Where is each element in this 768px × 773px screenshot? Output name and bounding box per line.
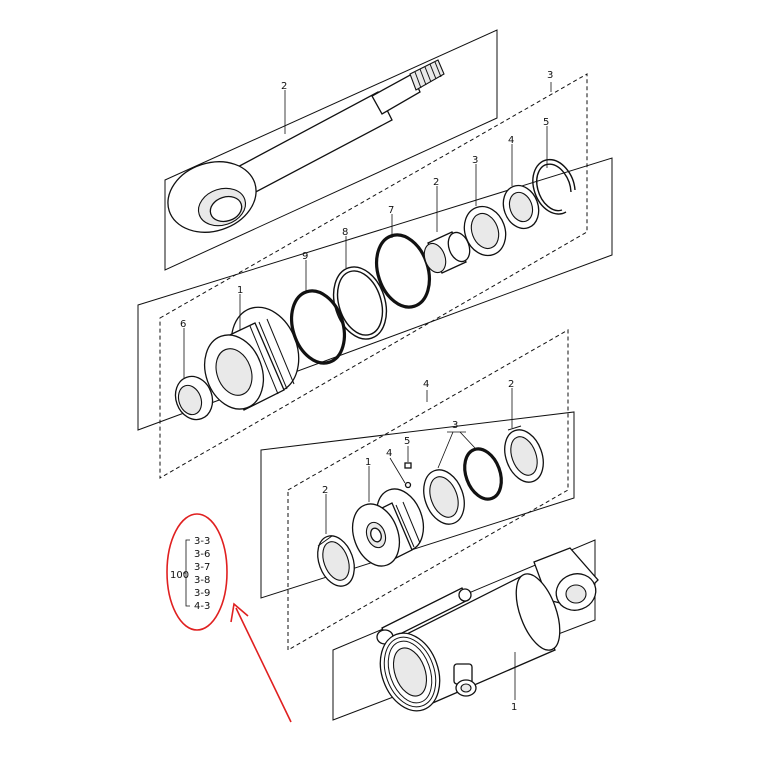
kit-item: 3-9 [194, 588, 210, 599]
seal-kit-callout: 100 3-3 3-6 3-7 3-8 3-9 4-3 [166, 513, 228, 631]
rod-eye [167, 161, 257, 233]
gland-oring-9 [290, 289, 346, 365]
callout-piston-rod: 2 [281, 81, 287, 92]
callout-gland-body: 1 [237, 285, 243, 296]
piston-wear-ring-right [504, 425, 544, 483]
callout-gland-wiper: 4 [508, 135, 514, 146]
piston-rod: 2 [164, 29, 498, 271]
gland-backup-ring [174, 375, 214, 421]
callout-gland-ring-8: 8 [342, 227, 348, 238]
kit-item: 4-3 [194, 601, 210, 612]
rod-thread [409, 59, 445, 91]
callout-gland-bushing: 2 [433, 177, 439, 188]
callout-gland-backup-ring: 6 [180, 319, 186, 330]
gland-oring-7 [375, 233, 431, 309]
tube-clevis [533, 547, 599, 611]
gland-bushing [423, 231, 471, 274]
gland-snap-ring [532, 158, 576, 215]
piston-seal [423, 447, 503, 525]
gland-seal [463, 205, 507, 257]
callout-cylinder-tube: 1 [511, 702, 517, 713]
callout-piston-body: 1 [365, 457, 371, 468]
tube-thread-end [379, 632, 441, 712]
gland-assembly: 3 1 6 9 8 [137, 70, 613, 479]
callout-piston-wear-ring-right: 2 [508, 379, 514, 390]
piston-body [351, 488, 425, 567]
highlight-arrow [230, 602, 292, 723]
kit-item: 3-6 [194, 549, 210, 560]
piston-assembly: 4 1 4 5 2 [260, 329, 575, 651]
callout-piston-wear-ring-left: 2 [322, 485, 328, 496]
piston-wear-ring-left [317, 535, 355, 587]
callout-gland-seal: 3 [472, 155, 478, 166]
callout-gland-assembly: 3 [547, 70, 553, 81]
callout-piston-set-screw: 5 [404, 436, 410, 447]
kit-item: 3-3 [194, 536, 210, 547]
callout-piston-assembly: 4 [423, 379, 429, 390]
piston-set-screw [404, 462, 412, 469]
kit-item: 3-8 [194, 575, 210, 586]
kit-item: 3-7 [194, 562, 210, 573]
gland-wiper [502, 184, 540, 230]
callout-piston-ball: 4 [386, 448, 392, 459]
tube-port-lower [453, 663, 477, 697]
cylinder-tube: 1 [332, 539, 599, 721]
gland-ring-8 [332, 266, 388, 340]
callout-gland-oring-9: 9 [302, 251, 308, 262]
kit-number: 100 [170, 570, 189, 581]
highlight-oval [166, 513, 228, 631]
callout-gland-oring-7: 7 [388, 205, 394, 216]
callout-piston-seal: 3 [452, 420, 458, 431]
callout-gland-snap-ring: 5 [543, 117, 549, 128]
piston-ball [404, 481, 412, 489]
gland-body [204, 306, 300, 411]
